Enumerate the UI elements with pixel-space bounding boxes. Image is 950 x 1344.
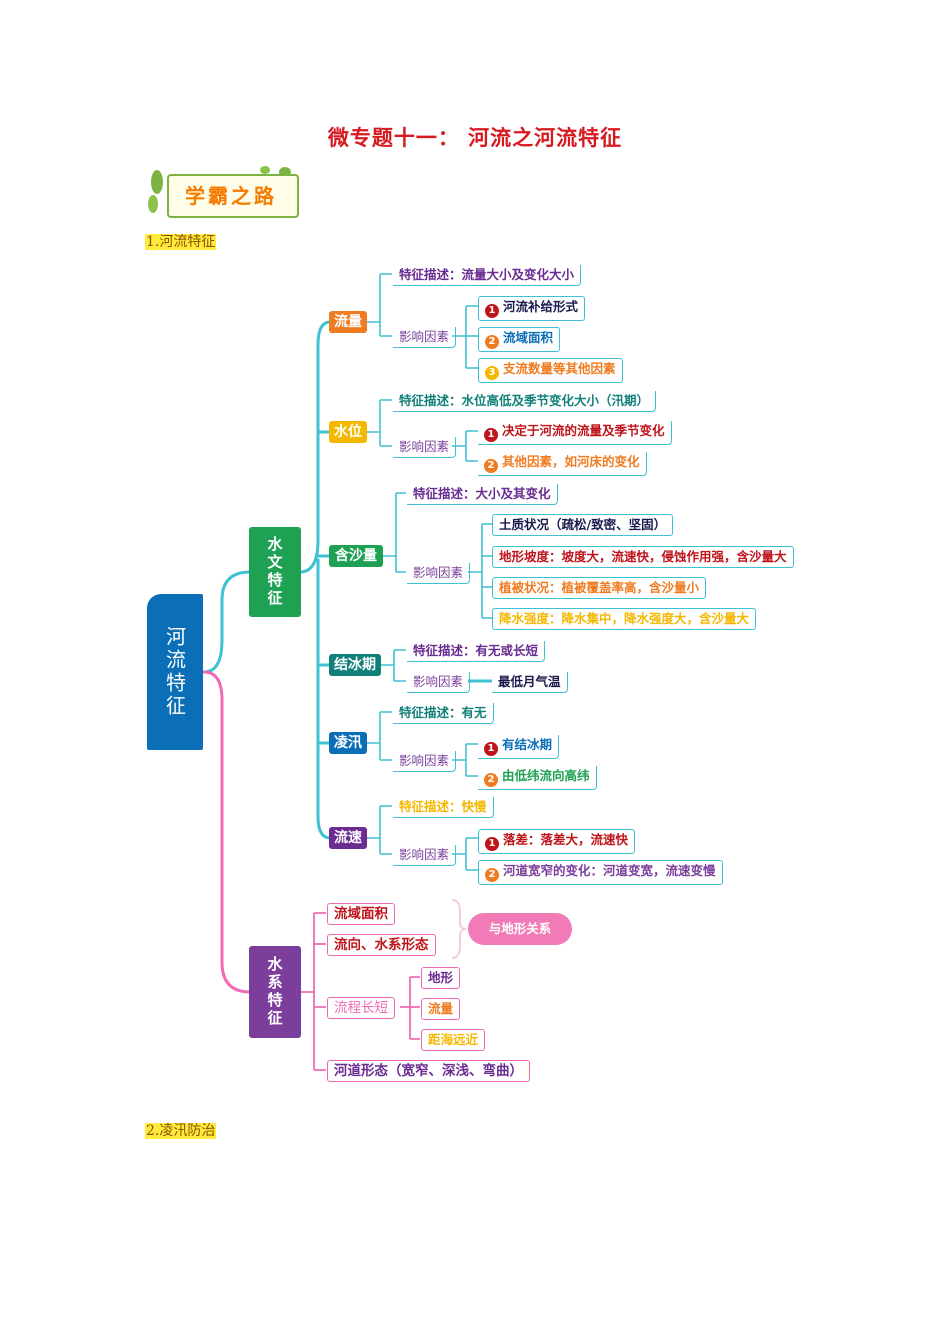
speed-node: 流速 (329, 827, 367, 849)
number-3-icon: 3 (485, 366, 499, 380)
hydro-node: 水文特征 (249, 527, 301, 617)
flood-item-1-text: 有结冰期 (502, 737, 553, 752)
number-2-icon: 2 (484, 773, 498, 787)
speed-item-1-text: 落差：落差大，流速快 (503, 832, 629, 847)
number-1-icon: 1 (485, 837, 499, 851)
number-1-icon: 1 (484, 742, 498, 756)
root-node: 河流特征 (147, 594, 203, 750)
water-level-item-1-text: 决定于河流的流量及季节变化 (502, 423, 665, 438)
number-2-icon: 2 (485, 868, 499, 882)
relation-badge: 与地形关系 (468, 913, 572, 945)
flood-item-1: 1 有结冰期 (478, 735, 560, 759)
speed-item-2: 2 河道宽窄的变化：河道变宽，流速变慢 (478, 860, 723, 885)
ice-item-1: 最低月气温 (492, 672, 568, 693)
speed-desc: 特征描述：快慢 (393, 797, 494, 818)
ice-factor: 影响因素 (407, 672, 471, 693)
length-factor-3: 距海远近 (421, 1029, 486, 1051)
flow-node: 流量 (329, 311, 367, 333)
flood-desc: 特征描述：有无 (393, 703, 494, 724)
section-heading-1: 1.河流特征 (145, 231, 217, 251)
flow-item-2: 2 流域面积 (478, 327, 561, 352)
section-heading-1-text: 1.河流特征 (145, 234, 217, 250)
water-level-node: 水位 (329, 421, 367, 443)
water-level-item-2-text: 其他因素，如河床的变化 (502, 454, 640, 469)
system-item-2: 流向、水系形态 (327, 934, 436, 956)
speed-factor: 影响因素 (393, 845, 457, 866)
length-factor-2: 流量 (421, 998, 461, 1020)
number-1-icon: 1 (484, 428, 498, 442)
ice-desc: 特征描述：有无或长短 (407, 641, 546, 662)
section-heading-2-text: 2.凌汛防治 (145, 1123, 217, 1139)
flow-item-3-text: 支流数量等其他因素 (503, 361, 616, 376)
system-item-3: 流程长短 (327, 997, 395, 1019)
sediment-item-2: 地形坡度：坡度大，流速快，侵蚀作用强，含沙量大 (492, 546, 794, 568)
flood-factor: 影响因素 (393, 751, 457, 772)
number-2-icon: 2 (485, 335, 499, 349)
flow-item-1: 1 河流补给形式 (478, 296, 586, 321)
flood-node: 凌汛 (329, 732, 367, 754)
water-level-item-1: 1 决定于河流的流量及季节变化 (478, 421, 672, 445)
flow-factor: 影响因素 (393, 327, 457, 348)
banner: 学霸之路 (145, 164, 301, 220)
section-heading-2: 2.凌汛防治 (145, 1120, 217, 1140)
flow-item-3: 3 支流数量等其他因素 (478, 358, 623, 383)
system-item-1: 流域面积 (327, 903, 395, 925)
flood-item-2: 2 由低纬流向高纬 (478, 766, 597, 790)
flow-item-1-text: 河流补给形式 (503, 299, 579, 314)
sediment-desc: 特征描述：大小及其变化 (407, 484, 558, 505)
water-level-factor: 影响因素 (393, 437, 457, 458)
system-node: 水系特征 (249, 946, 301, 1038)
flow-item-2-text: 流域面积 (503, 330, 554, 345)
banner-label: 学霸之路 (185, 184, 277, 208)
water-level-item-2: 2 其他因素，如河床的变化 (478, 452, 647, 476)
number-2-icon: 2 (484, 459, 498, 473)
sediment-item-3: 植被状况：植被覆盖率高，含沙量小 (492, 577, 707, 599)
water-level-desc: 特征描述：水位高低及季节变化大小（汛期） (393, 391, 657, 412)
flood-item-2-text: 由低纬流向高纬 (502, 768, 590, 783)
speed-item-2-text: 河道宽窄的变化：河道变宽，流速变慢 (503, 863, 716, 878)
sediment-item-1: 土质状况（疏松/致密、坚固） (492, 514, 674, 536)
flow-desc: 特征描述：流量大小及变化大小 (393, 265, 582, 286)
sediment-item-4: 降水强度：降水集中，降水强度大，含沙量大 (492, 608, 757, 630)
speed-item-1: 1 落差：落差大，流速快 (478, 829, 636, 854)
ice-node: 结冰期 (329, 654, 381, 676)
system-item-4: 河道形态（宽窄、深浅、弯曲） (327, 1060, 530, 1082)
sediment-factor: 影响因素 (407, 563, 471, 584)
length-factor-1: 地形 (421, 967, 461, 989)
banner-frame (167, 174, 299, 218)
number-1-icon: 1 (485, 304, 499, 318)
page-title: 微专题十一： 河流之河流特征 (327, 125, 623, 150)
sediment-node: 含沙量 (329, 545, 383, 567)
